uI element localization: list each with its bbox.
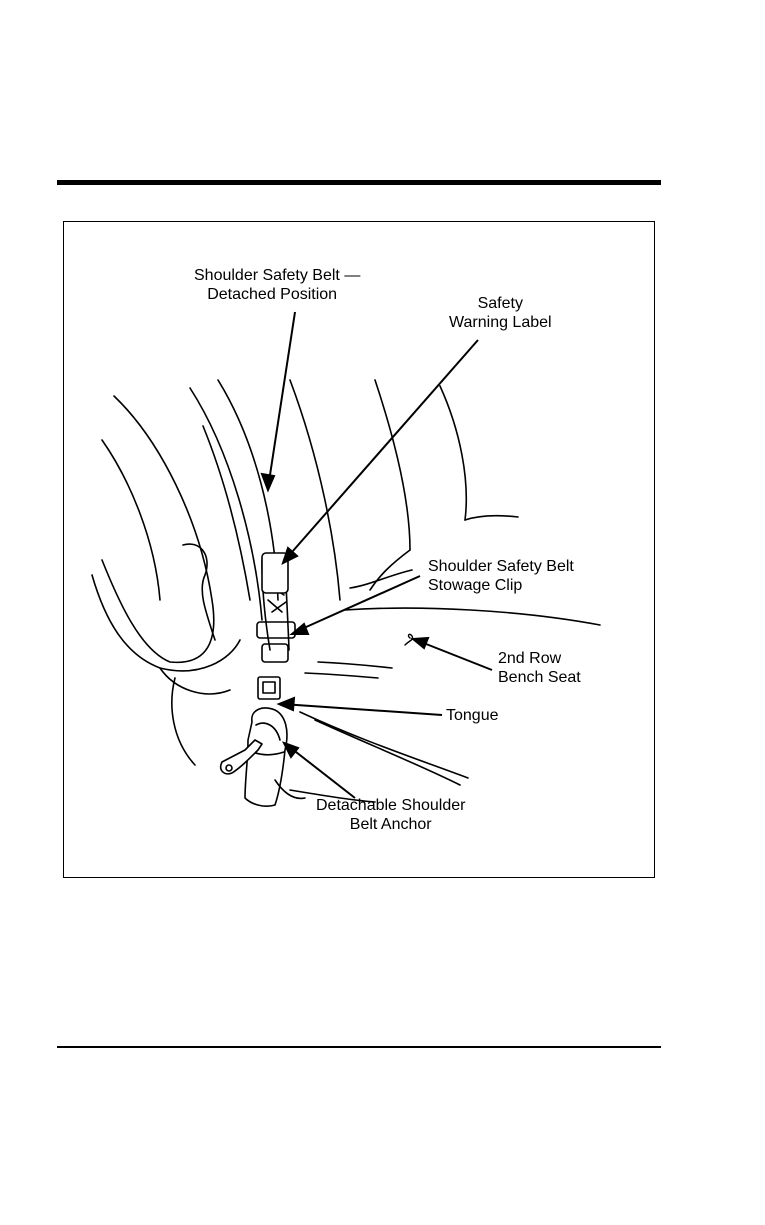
label-tongue-line1: Tongue <box>446 706 499 725</box>
leader-detached-position <box>268 312 295 488</box>
bench-seat-hook <box>405 634 413 645</box>
label-stowage-clip: Shoulder Safety Belt Stowage Clip <box>428 557 574 595</box>
stowage-clip-shape <box>257 622 295 638</box>
label-stowage-clip-line1: Shoulder Safety Belt <box>428 557 574 576</box>
label-shoulder-belt-detached-line2: Detached Position <box>194 285 360 304</box>
label-safety-warning-line1: Safety <box>449 294 552 313</box>
label-bench-seat: 2nd Row Bench Seat <box>498 649 581 687</box>
leader-tongue <box>282 704 442 715</box>
label-stowage-clip-line2: Stowage Clip <box>428 576 574 595</box>
leader-anchor <box>287 745 355 798</box>
label-safety-warning: Safety Warning Label <box>449 294 552 332</box>
front-seat-outline <box>102 396 214 662</box>
label-detachable-anchor-line1: Detachable Shoulder <box>316 796 465 815</box>
label-bench-seat-line1: 2nd Row <box>498 649 581 668</box>
label-detachable-anchor: Detachable Shoulder Belt Anchor <box>316 796 465 834</box>
label-shoulder-belt-detached-line1: Shoulder Safety Belt — <box>194 266 360 285</box>
bottom-rule <box>57 1046 661 1048</box>
label-tongue: Tongue <box>446 706 499 725</box>
bench-seat-outline <box>290 380 340 600</box>
label-bench-seat-line2: Bench Seat <box>498 668 581 687</box>
label-safety-warning-line2: Warning Label <box>449 313 552 332</box>
tongue-shape <box>258 677 280 699</box>
leader-bench-seat <box>416 640 492 670</box>
leader-stowage-clip <box>295 576 420 632</box>
leader-warning-label <box>285 340 478 560</box>
label-detachable-anchor-line2: Belt Anchor <box>316 815 465 834</box>
label-shoulder-belt-detached: Shoulder Safety Belt — Detached Position <box>194 266 360 304</box>
